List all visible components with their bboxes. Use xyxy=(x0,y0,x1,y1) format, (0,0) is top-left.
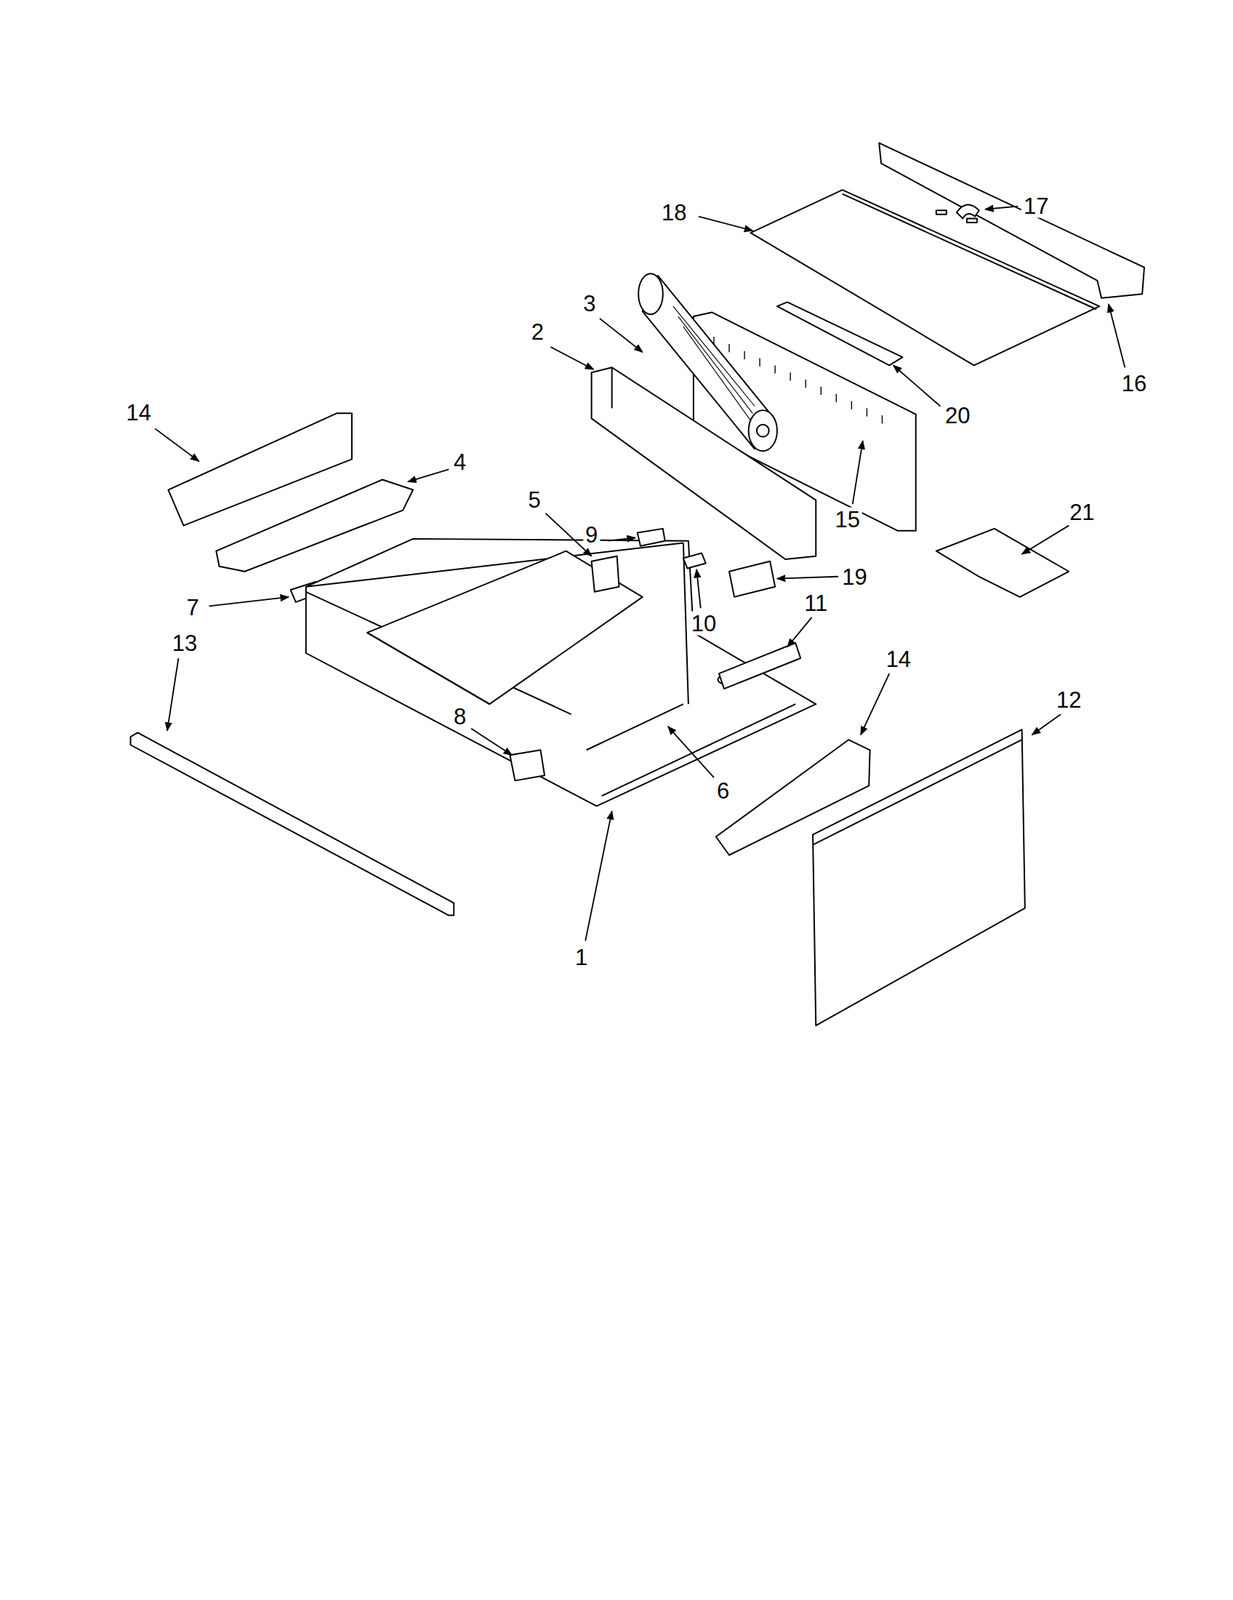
callout-number: 19 xyxy=(839,564,869,589)
callout-number: 1 xyxy=(572,944,590,969)
callout-number: 8 xyxy=(451,703,469,728)
callout-number: 3 xyxy=(580,290,598,315)
callout-number: 2 xyxy=(529,319,546,344)
callout-number: 15 xyxy=(832,507,862,532)
callout-number: 9 xyxy=(583,522,600,547)
callout-number: 6 xyxy=(714,778,732,803)
callout-number: 20 xyxy=(942,402,973,427)
callout-number: 4 xyxy=(451,450,469,475)
callout-number: 10 xyxy=(689,611,719,636)
callout-number: 18 xyxy=(659,199,689,224)
callout-number: 14 xyxy=(884,647,914,672)
callout-number: 21 xyxy=(1067,500,1097,525)
callout-number: 11 xyxy=(801,591,830,616)
callout-number: 16 xyxy=(1119,371,1149,396)
callout-number: 13 xyxy=(170,630,200,655)
callout-number: 12 xyxy=(1054,687,1084,712)
callout-number: 17 xyxy=(1021,194,1051,219)
callout-number: 5 xyxy=(525,487,543,512)
callout-number: 14 xyxy=(124,399,154,424)
callout-number: 7 xyxy=(184,594,202,619)
